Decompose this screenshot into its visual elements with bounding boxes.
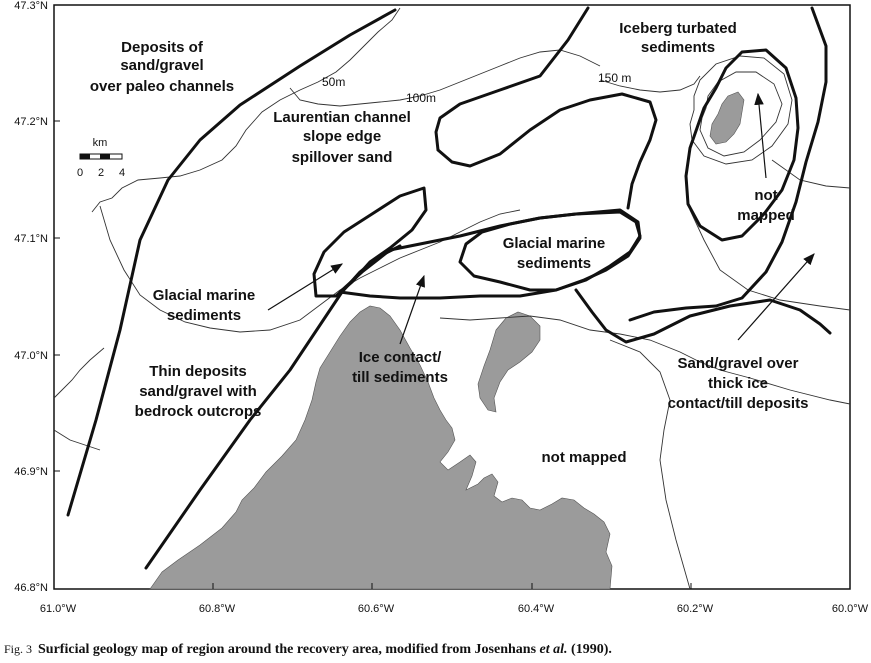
svg-text:sediments: sediments <box>517 255 591 272</box>
lon-label: 60.8°W <box>199 603 236 615</box>
svg-text:Deposits of: Deposits of <box>121 39 204 56</box>
region-labels: Deposits of sand/gravel over paleo chann… <box>90 20 809 466</box>
label-deposits-paleo: Deposits of sand/gravel over paleo chann… <box>90 39 234 95</box>
svg-text:thick ice: thick ice <box>708 375 768 392</box>
svg-text:Thin deposits: Thin deposits <box>149 363 247 380</box>
svg-text:spillover sand: spillover sand <box>292 149 393 166</box>
label-not-mapped-land: not mapped <box>542 449 627 466</box>
svg-text:contact/till deposits: contact/till deposits <box>668 395 809 412</box>
depth-contours <box>53 7 851 590</box>
scale-tick: 4 <box>119 167 125 179</box>
lon-label: 60.4°W <box>518 603 555 615</box>
longitude-labels: 61.0°W 60.8°W 60.6°W 60.4°W 60.2°W 60.0°… <box>40 603 869 615</box>
label-thin-deposits: Thin deposits sand/gravel with bedrock o… <box>135 363 262 420</box>
lat-label: 46.9°N <box>14 466 48 478</box>
svg-text:not: not <box>754 187 777 204</box>
label-glacial-marine-east: Glacial marine sediments <box>503 235 606 272</box>
boundary-west-arc <box>66 8 397 517</box>
svg-text:till sediments: till sediments <box>352 369 448 386</box>
depth-label-100m: 100m <box>406 91 436 105</box>
boundary-southeast <box>574 288 832 344</box>
lat-label: 47.3°N <box>14 0 48 12</box>
figure-number: Fig. 3 <box>4 642 33 656</box>
caption-end: (1990). <box>567 642 612 657</box>
svg-text:not mapped: not mapped <box>542 449 627 466</box>
label-not-mapped-ne: not mapped <box>737 187 795 224</box>
svg-text:sediments: sediments <box>167 307 241 324</box>
scale-bar: km 0 2 4 <box>77 137 125 179</box>
svg-text:Sand/gravel over: Sand/gravel over <box>678 355 799 372</box>
boundary-ne-loop <box>684 48 800 242</box>
arrow-glacial-west <box>267 263 344 311</box>
latitude-labels: 47.3°N 47.2°N 47.1°N 47.0°N 46.9°N 46.8°… <box>14 0 48 594</box>
boundary-loop-north <box>436 92 658 210</box>
svg-text:sand/gravel with: sand/gravel with <box>139 383 257 400</box>
lat-label: 46.8°N <box>14 582 48 594</box>
depth-label-150m: 150 m <box>598 71 631 85</box>
label-iceberg: Iceberg turbated sediments <box>619 20 737 56</box>
caption-text: Surficial geology map of region around t… <box>38 642 540 657</box>
lon-label: 60.2°W <box>677 603 714 615</box>
svg-text:Ice contact/: Ice contact/ <box>359 349 442 366</box>
cape-breton-land-east <box>477 311 541 413</box>
label-arrows <box>267 92 815 345</box>
scale-tick: 0 <box>77 167 83 179</box>
arrow-sand-gravel-over <box>737 253 815 341</box>
caption-italic: et al. <box>539 642 568 657</box>
figure-caption: Fig. 3 Surficial geology map of region ar… <box>4 642 612 658</box>
lon-label: 60.0°W <box>832 603 869 615</box>
svg-text:bedrock outcrops: bedrock outcrops <box>135 403 262 420</box>
depth-labels: 50m 100m 150 m <box>322 71 631 105</box>
svg-text:Laurentian channel: Laurentian channel <box>273 109 411 126</box>
svg-text:Glacial marine: Glacial marine <box>503 235 606 252</box>
lon-label: 61.0°W <box>40 603 77 615</box>
boundary-northcenter <box>434 6 590 152</box>
lat-label: 47.1°N <box>14 233 48 245</box>
svg-text:sand/gravel: sand/gravel <box>120 57 203 74</box>
lat-label: 47.2°N <box>14 116 48 128</box>
axis-ticks <box>53 4 851 590</box>
label-sand-gravel-over: Sand/gravel over thick ice contact/till … <box>668 355 809 412</box>
cape-breton-land <box>149 305 613 590</box>
svg-text:slope edge: slope edge <box>303 128 381 145</box>
svg-text:sediments: sediments <box>641 39 715 56</box>
scale-unit: km <box>93 137 108 149</box>
svg-text:Iceberg turbated: Iceberg turbated <box>619 20 737 37</box>
scale-tick: 2 <box>98 167 104 179</box>
boundary-glacial-east <box>458 208 642 292</box>
surficial-geology-map: 47.3°N 47.2°N 47.1°N 47.0°N 46.9°N 46.8°… <box>14 0 869 615</box>
arrow-ice-contact <box>399 274 425 345</box>
label-laurentian: Laurentian channel slope edge spillover … <box>273 109 411 166</box>
label-ice-contact: Ice contact/ till sediments <box>352 349 448 386</box>
svg-text:Glacial marine: Glacial marine <box>153 287 256 304</box>
svg-text:mapped: mapped <box>737 207 795 224</box>
label-glacial-marine-west: Glacial marine sediments <box>153 287 256 324</box>
svg-text:over paleo channels: over paleo channels <box>90 78 234 95</box>
arrow-not-mapped-ne <box>754 92 767 179</box>
lon-label: 60.6°W <box>358 603 395 615</box>
island <box>709 91 745 145</box>
depth-label-50m: 50m <box>322 75 345 89</box>
geology-boundaries <box>66 6 832 570</box>
boundary-east-arc <box>628 6 828 322</box>
lat-label: 47.0°N <box>14 350 48 362</box>
